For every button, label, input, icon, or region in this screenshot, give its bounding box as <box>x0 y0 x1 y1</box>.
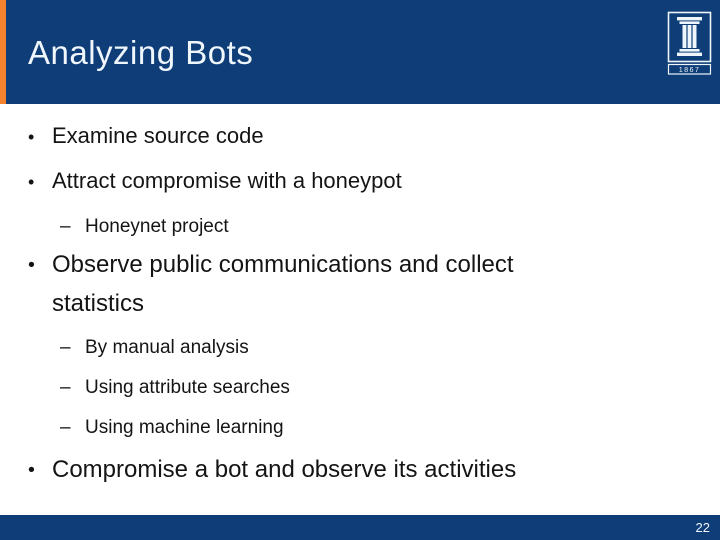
logo-year-text: 1867 <box>679 65 701 74</box>
sub-bullet-item: – By manual analysis <box>60 336 620 360</box>
dash-marker-icon: – <box>60 216 71 237</box>
footer-bar <box>0 515 720 540</box>
bullet-item: • Observe public communications and coll… <box>28 245 568 323</box>
bullet-marker-icon: • <box>28 127 35 147</box>
bullet-text: Compromise a bot and observe its activit… <box>52 456 517 483</box>
bullet-text: Observe public communications and collec… <box>52 251 514 317</box>
sub-bullet-text: Honeynet project <box>85 216 229 237</box>
bullet-marker-icon: • <box>28 254 35 276</box>
sub-bullet-item: – Using machine learning <box>60 416 620 440</box>
bullet-marker-icon: • <box>28 172 35 192</box>
university-column-1867-logo-icon: 1867 <box>667 11 712 75</box>
bullet-item: • Attract compromise with a honeypot <box>28 167 640 196</box>
page-number: 22 <box>695 520 710 535</box>
sub-bullet-item: – Honeynet project <box>60 215 620 239</box>
bullet-item: • Examine source code <box>28 122 640 151</box>
dash-marker-icon: – <box>60 337 71 358</box>
sub-bullet-text: Using attribute searches <box>85 377 290 398</box>
dash-marker-icon: – <box>60 377 71 398</box>
dash-marker-icon: – <box>60 417 71 438</box>
header-band: Analyzing Bots 1867 <box>0 0 720 104</box>
bullet-text: Examine source code <box>52 123 264 148</box>
sub-bullet-text: By manual analysis <box>85 337 249 358</box>
accent-stripe <box>0 0 6 104</box>
bullet-marker-icon: • <box>28 459 35 481</box>
sub-bullet-item: – Using attribute searches <box>60 376 620 400</box>
slide-title: Analyzing Bots <box>28 34 254 71</box>
sub-bullet-text: Using machine learning <box>85 417 284 438</box>
bullet-text: Attract compromise with a honeypot <box>52 168 402 193</box>
bullet-item: • Compromise a bot and observe its activ… <box>28 450 640 490</box>
